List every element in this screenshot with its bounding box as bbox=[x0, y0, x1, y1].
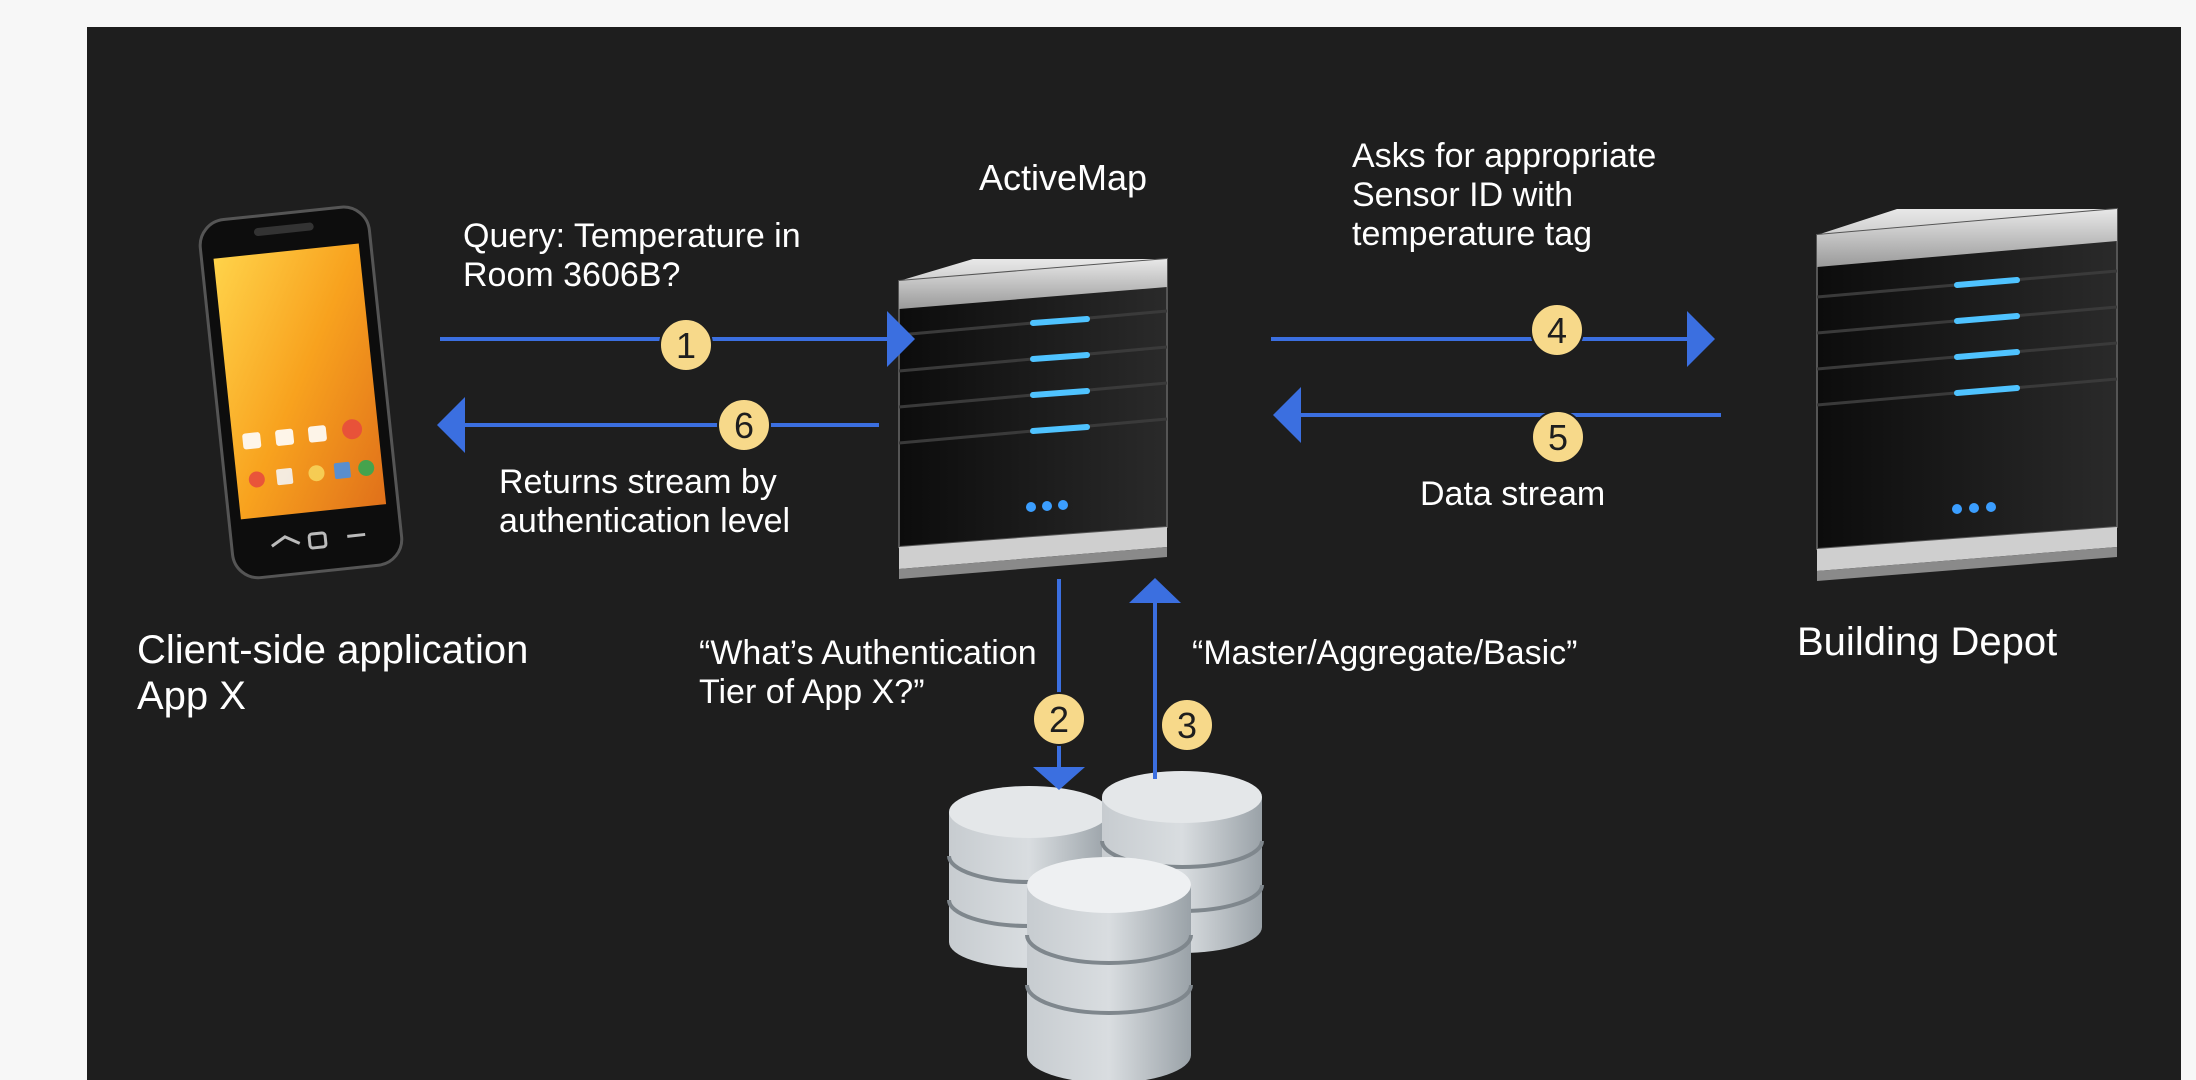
flow-diagram: 1 2 3 4 5 6 bbox=[198, 205, 2118, 1080]
arrow-step-3 bbox=[1129, 578, 1181, 779]
step-number: 2 bbox=[1049, 699, 1069, 740]
arrow-step-4 bbox=[1271, 311, 1715, 367]
database-icon bbox=[947, 771, 1264, 1080]
arrow-step-5 bbox=[1273, 387, 1721, 443]
step-number: 5 bbox=[1548, 417, 1568, 458]
step-badge-4: 4 bbox=[1530, 303, 1584, 357]
tiers-message: “Master/Aggregate/Basic” bbox=[1192, 634, 1578, 672]
query-message: Query: Temperature in Room 3606B? bbox=[463, 217, 801, 295]
arrow-step-6 bbox=[437, 397, 879, 453]
data-stream-message: Data stream bbox=[1420, 475, 1606, 513]
step-badge-5: 5 bbox=[1531, 410, 1585, 464]
auth-question-message: “What’s Authentication Tier of App X?” bbox=[699, 634, 1037, 712]
client-label: Client-side application App X bbox=[137, 628, 529, 718]
step-badge-6: 6 bbox=[717, 398, 771, 452]
diagram-slide: 1 2 3 4 5 6 ActiveMap Client-side applic… bbox=[87, 27, 2181, 1080]
step-number: 4 bbox=[1547, 310, 1567, 351]
returns-message: Returns stream by authentication level bbox=[499, 463, 791, 541]
step-number: 6 bbox=[734, 405, 754, 446]
arrow-step-2 bbox=[1033, 579, 1085, 790]
activemap-label: ActiveMap bbox=[979, 157, 1148, 198]
step-number: 3 bbox=[1177, 705, 1197, 746]
step-badge-2: 2 bbox=[1032, 692, 1086, 746]
phone-icon bbox=[198, 205, 404, 580]
step-badge-1: 1 bbox=[659, 318, 713, 372]
building-depot-server-icon bbox=[1816, 207, 2118, 581]
building-depot-label: Building Depot bbox=[1797, 620, 2058, 664]
step-badge-3: 3 bbox=[1160, 698, 1214, 752]
asks-message: Asks for appropriate Sensor ID with temp… bbox=[1352, 137, 1657, 254]
activemap-server-icon bbox=[898, 257, 1168, 579]
step-number: 1 bbox=[676, 325, 696, 366]
